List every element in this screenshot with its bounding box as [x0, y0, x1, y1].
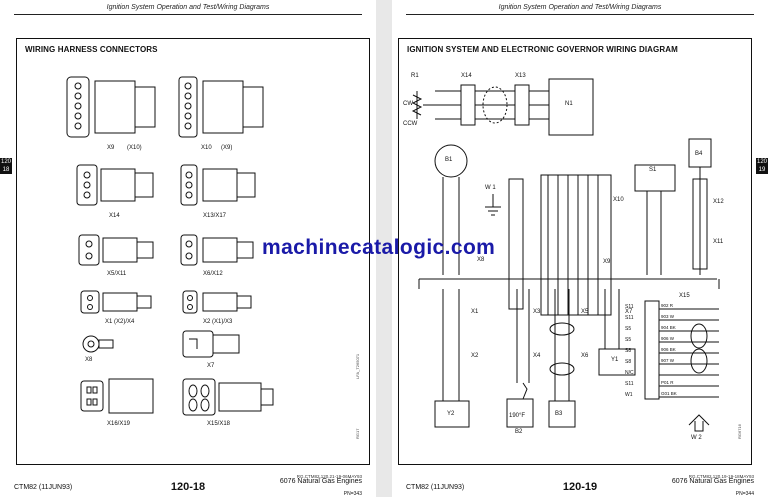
wd-x4: X4: [533, 353, 541, 359]
right-diagram-frame: IGNITION SYSTEM AND ELECTRONIC GOVERNOR …: [398, 38, 752, 465]
left-page-header: Ignition System Operation and Test/Wirin…: [106, 4, 270, 11]
wd-x15: X15: [679, 293, 690, 299]
x15-wire: 904 BK: [661, 325, 676, 330]
wd-x2: X2: [471, 353, 479, 359]
wd-w1: W 1: [485, 185, 496, 191]
left-footer-doc: CTM82 (11JUN93): [14, 484, 73, 491]
left-pn: PN=343: [343, 491, 362, 497]
x15-pin: S11: [625, 381, 634, 387]
wd-n1: N1: [565, 101, 573, 107]
right-side-code: RG6716: [737, 424, 742, 439]
x15-wire: 903 W: [661, 314, 675, 319]
wd-b1: B1: [445, 157, 453, 163]
connector-drawings: [66, 76, 274, 416]
left-diagram-frame: WIRING HARNESS CONNECTORS: [16, 38, 370, 465]
x15-wire: P01 R: [661, 380, 674, 385]
wd-b2: B2: [515, 429, 523, 435]
x15-pin: S8: [625, 348, 632, 354]
page-gutter: [376, 0, 392, 497]
label-x2-x1-x3: X2 (X1)/X3: [203, 319, 233, 325]
wd-r1: R1: [411, 73, 419, 79]
wd-x11: X11: [713, 239, 724, 245]
left-footer-engine: 6076 Natural Gas Engines: [279, 478, 362, 485]
label-x10-paren: (X10): [127, 145, 142, 151]
x15-wire: 907 W: [661, 358, 675, 363]
x15-pin: N/C: [625, 370, 634, 376]
label-x15-x18: X15/X18: [207, 421, 231, 427]
wd-x5: X5: [581, 309, 589, 315]
x15-wire: 902 R: [661, 303, 674, 308]
left-page-number: 120-18: [170, 481, 206, 493]
wd-x8: X8: [477, 257, 485, 263]
right-footer-engine: 6076 Natural Gas Engines: [671, 478, 754, 485]
wd-x12: X12: [713, 199, 724, 205]
wd-x6: X6: [581, 353, 589, 359]
x15-pin: S5: [625, 326, 632, 332]
right-footer-doc: CTM82 (11JUN93): [406, 484, 465, 491]
wd-b4: B4: [695, 151, 703, 157]
left-header-rule: [14, 14, 362, 15]
x15-pin: S8: [625, 359, 632, 365]
left-ref-code: RG,CTM82,120,21-19-06MAY93: [296, 474, 362, 479]
wiring-diagram: [411, 78, 720, 432]
left-page: Ignition System Operation and Test/Wirin…: [0, 0, 376, 497]
wd-x3: X3: [533, 309, 541, 315]
wd-x7: X7: [625, 309, 633, 315]
wd-x9: X9: [603, 259, 611, 265]
left-diagram-title: WIRING HARNESS CONNECTORS: [25, 45, 158, 54]
label-x1-x2-x4: X1 (X2)/X4: [105, 319, 135, 325]
label-x9-paren: (X9): [221, 145, 233, 151]
label-x8: X8: [85, 357, 93, 363]
wd-w2: W 2: [691, 435, 702, 441]
right-page: Ignition System Operation and Test/Wirin…: [392, 0, 768, 497]
right-header-rule: [406, 14, 754, 15]
right-page-number: 120-19: [562, 481, 598, 493]
x15-pin: S11: [625, 315, 634, 321]
label-x16-x19: X16/X19: [107, 421, 131, 427]
label-x9: X9: [107, 145, 115, 151]
wd-ccw: CCW: [403, 121, 418, 127]
wd-x13: X13: [515, 73, 526, 79]
label-x13-x17: X13/X17: [203, 213, 227, 219]
label-x5-x11: X5/X11: [107, 271, 127, 277]
label-x14: X14: [109, 213, 120, 219]
wd-y2: Y2: [447, 411, 455, 417]
wd-x10: X10: [613, 197, 624, 203]
watermark: machinecatalogic.com: [262, 236, 496, 259]
x15-pin: S5: [625, 337, 632, 343]
label-x7: X7: [207, 363, 215, 369]
x15-wire: 906 W: [661, 336, 675, 341]
right-ref-code: RG,CTM82,120,19-19-18MAY93: [688, 474, 754, 479]
x15-pin: S11: [625, 304, 634, 310]
left-section-tab: 120 18: [0, 158, 12, 174]
wd-y1: Y1: [611, 357, 619, 363]
label-x10: X10: [201, 145, 212, 151]
wd-s1: S1: [649, 167, 657, 173]
wd-x1: X1: [471, 309, 479, 315]
right-section-tab: 120 19: [756, 158, 768, 174]
right-page-header: Ignition System Operation and Test/Wirin…: [498, 4, 662, 11]
label-x6-x12: X6/X12: [203, 271, 223, 277]
x15-wire: 906 BK: [661, 347, 676, 352]
left-side-code: LFA_T265071: [355, 353, 360, 379]
wd-cw: CW: [403, 101, 413, 107]
right-pn: PN=344: [735, 491, 754, 497]
x15-pin: W1: [625, 392, 633, 398]
x15-wire: G01 BK: [661, 391, 677, 396]
wd-b3: B3: [555, 411, 563, 417]
right-diagram-title: IGNITION SYSTEM AND ELECTRONIC GOVERNOR …: [407, 45, 678, 54]
wd-x14: X14: [461, 73, 472, 79]
left-small-code: RG17: [355, 428, 360, 439]
wd-deg: 190°F: [509, 413, 526, 419]
